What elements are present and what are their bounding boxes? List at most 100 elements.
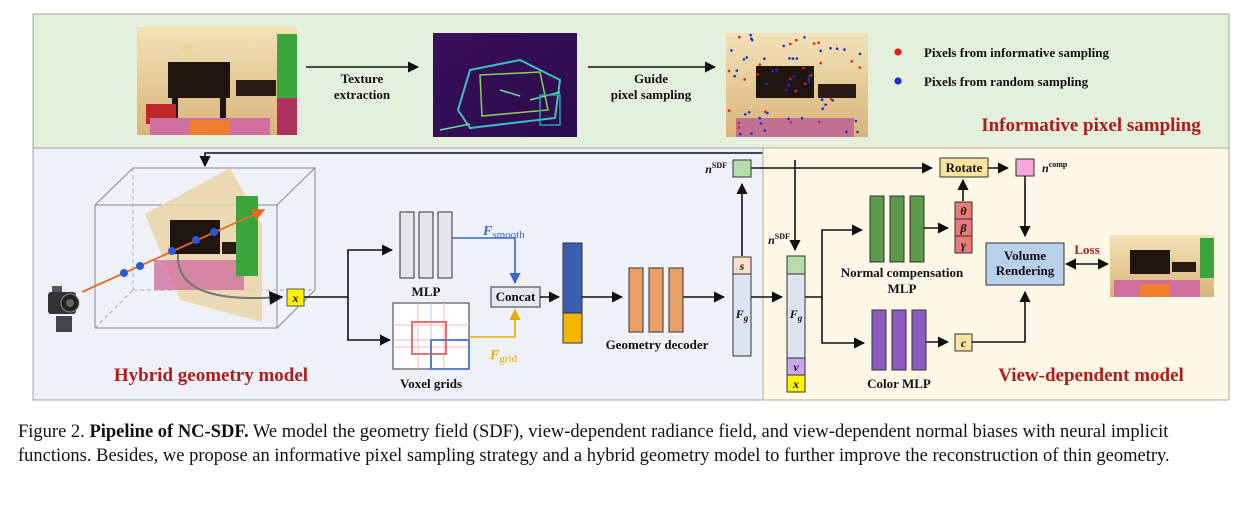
sample-dot [730,49,733,52]
view-dependent-panel: nSDF Fg v x Normal compensation MLP θ β … [751,147,1230,401]
sample-dot [787,117,790,121]
sample-dot [743,78,746,81]
sample-dot [727,109,731,112]
sample-dot [835,47,839,50]
ray-sample-point [136,262,144,270]
c-to-volume-arrow [972,290,1031,343]
sample-dot [843,48,846,51]
sample-dot [824,103,827,107]
sample-dot [854,119,858,123]
sample-dot [765,82,768,86]
sample-dot [820,98,824,101]
sample-dot [735,69,739,72]
view-x-label: x [792,377,799,391]
volume-rendering-box [985,242,1065,286]
volume-label-2: Rendering [996,263,1055,278]
sample-dot [804,82,807,85]
x-to-voxel-arrow [347,297,392,346]
c-label: c [961,336,967,350]
smooth-mlp [399,211,453,279]
sample-dot [809,73,813,77]
caption-prefix: Figure 2. [18,422,85,442]
sample-dot [800,116,804,120]
sample-dot [775,68,778,72]
sample-dot [791,57,795,60]
input-room-image [137,27,297,135]
ray-sample-point [168,247,176,255]
sample-dot [733,74,736,78]
sample-dot [766,111,769,115]
color-mlp-label: Color MLP [867,376,931,391]
to-color-mlp-arrow [821,297,866,349]
n-sdf-label: nSDF [705,161,727,176]
legend-red-dot [894,48,902,56]
sample-dot [858,66,862,69]
sample-dot [850,60,853,63]
rendered-room-image [1110,235,1214,297]
sample-dot [817,41,820,44]
sample-dot [744,113,747,116]
normal-compensation-mlp [869,195,925,263]
sample-dot [829,97,833,101]
fg-feature-bar [732,273,752,357]
decoder-label: Geometry decoder [606,337,709,352]
to-normal-mlp-arrow [805,224,864,298]
f-smooth-arrow [452,237,521,285]
legend-random: Pixels from random sampling [924,74,1089,89]
sample-dot [792,75,796,78]
ray-sample-point [210,228,218,236]
texture-map-image [433,33,577,137]
sample-dot [807,77,811,81]
sample-dot [788,57,791,60]
beta-label: β [959,221,967,235]
view-n-sdf-label: nSDF [768,232,790,247]
guide-label-1: Guide [634,71,668,86]
view-fg-label: Fg [789,307,803,323]
v-label: v [793,360,799,374]
volume-label-1: Volume [1004,248,1046,263]
fg-label: Fg [735,307,749,323]
sample-dot [758,63,762,66]
rotate-label: Rotate [946,160,983,175]
f-smooth-label: Fsmooth [482,224,525,241]
sample-dot [758,116,761,120]
caption-bold: Pipeline of NC-SDF. [89,422,249,442]
sample-dot [845,130,848,134]
sample-dot [803,36,806,39]
loss-label: Loss [1074,242,1099,257]
sample-dot [789,120,793,124]
normal-mlp-label-1: Normal compensation [841,265,964,280]
sample-dot [742,58,746,61]
mlp-label: MLP [412,284,441,299]
ray-sample-point [192,236,200,244]
x-input-label: x [292,291,299,305]
sample-dot [727,69,731,73]
sample-dot [763,57,766,60]
sample-dot [782,44,785,48]
sample-dot [856,130,859,134]
point-to-x-arrow [176,253,284,305]
hybrid-geometry-panel: x MLP Fsmooth Voxel grids Fgri [32,147,799,401]
sample-dot [747,111,751,114]
hybrid-geometry-title: Hybrid geometry model [114,365,308,386]
gamma-label: γ [961,238,966,252]
informative-sampling-title: Informative pixel sampling [981,115,1201,136]
sample-dot [795,57,799,60]
sample-dot [759,122,763,125]
sample-dot [788,42,792,46]
informative-sampling-panel: Texture extraction Guide pixel sampling … [32,13,1230,149]
sample-dot [750,132,753,135]
ray-sample-point [120,269,128,277]
sample-dot [737,126,741,129]
sample-dot [788,77,792,81]
sample-dot [771,69,774,72]
voxel-grid [392,302,470,370]
sample-dot [821,107,824,110]
sample-dot [819,61,822,65]
geometry-decoder [628,267,684,333]
sample-dot [819,49,822,53]
concat-label: Concat [496,289,536,304]
legend-blue-dot [894,77,902,85]
sample-dot [763,129,767,132]
geometry-output: s Fg nSDF [705,159,752,357]
